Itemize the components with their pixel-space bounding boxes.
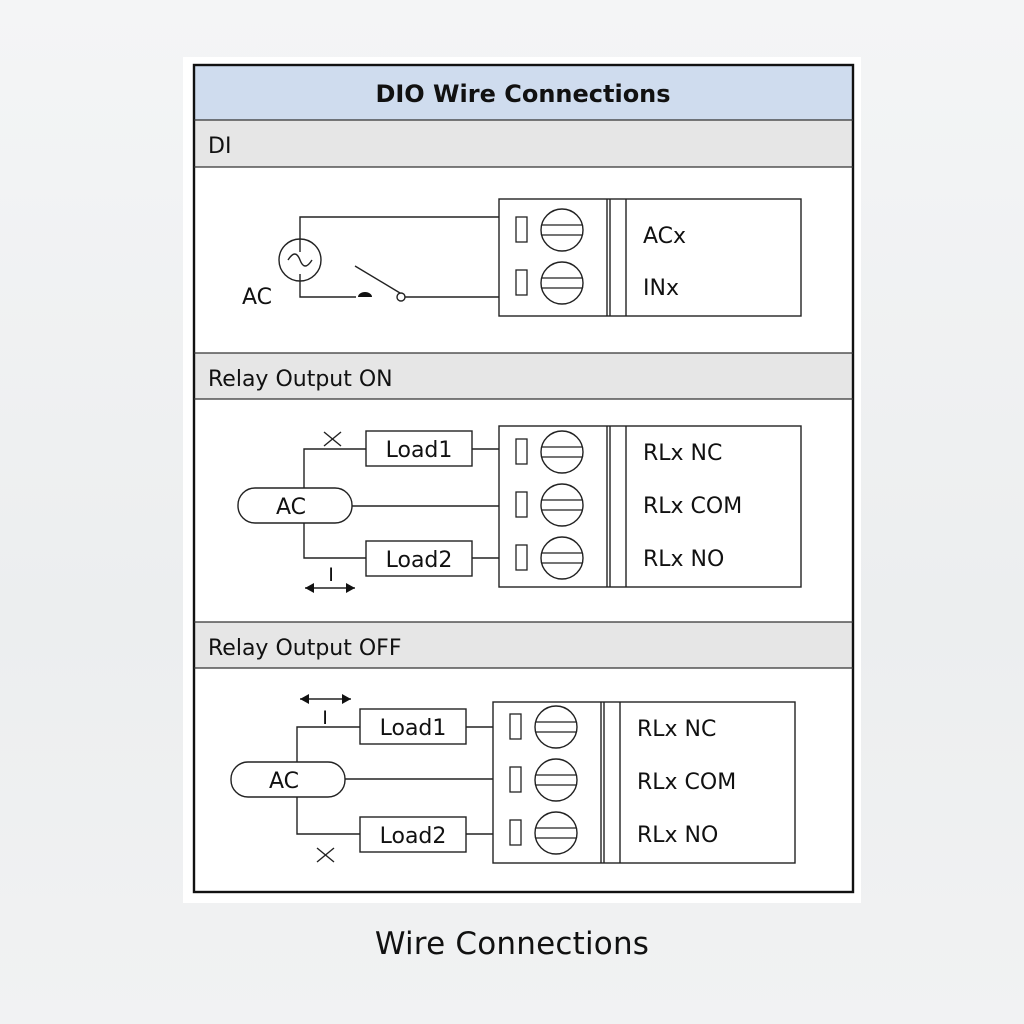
relay-on-current-label: I bbox=[328, 564, 334, 586]
relay-on-ac-source bbox=[237, 487, 353, 524]
relay-off-circuit: AC Load1 Load2 I bbox=[230, 694, 493, 863]
relay-off-load1-label: Load1 bbox=[380, 716, 447, 741]
terminal-screw-icon bbox=[509, 758, 578, 802]
relay-on-terminal-com: RLx COM bbox=[643, 494, 742, 519]
relay-on-ac-label: AC bbox=[276, 495, 306, 520]
relay-off-terminal-nc: RLx NC bbox=[637, 717, 716, 742]
di-circuit: AC bbox=[242, 216, 499, 310]
section-header-relay-on bbox=[194, 353, 853, 399]
terminal-screw-icon bbox=[515, 430, 584, 474]
terminal-screw-icon bbox=[509, 705, 578, 749]
terminal-screw-icon bbox=[515, 208, 584, 252]
relay-off-current-label: I bbox=[322, 707, 328, 729]
di-header: DI bbox=[208, 134, 231, 159]
relay-on-terminal-block: RLx NC RLx COM RLx NO bbox=[498, 425, 802, 588]
di-terminal-inx: INx bbox=[643, 276, 679, 301]
relay-on-load1-box bbox=[365, 430, 473, 467]
relay-off-ac-label: AC bbox=[269, 769, 299, 794]
terminal-screw-icon bbox=[515, 536, 584, 580]
switch-contact-icon bbox=[396, 292, 406, 302]
image-caption: Wire Connections bbox=[374, 926, 650, 962]
relay-off-load2-box bbox=[359, 816, 467, 853]
di-terminal-acx: ACx bbox=[643, 224, 686, 249]
relay-off-header: Relay Output OFF bbox=[208, 636, 401, 661]
terminal-screw-icon bbox=[509, 811, 578, 855]
relay-off-terminal-no: RLx NO bbox=[637, 823, 718, 848]
relay-on-terminal-nc: RLx NC bbox=[643, 441, 722, 466]
relay-on-load1-label: Load1 bbox=[386, 438, 453, 463]
relay-off-terminal-block: RLx NC RLx COM RLx NO bbox=[492, 701, 796, 864]
relay-off-ac-source bbox=[230, 761, 346, 798]
relay-off-load2-label: Load2 bbox=[380, 824, 447, 849]
relay-on-terminal-no: RLx NO bbox=[643, 547, 724, 572]
relay-on-load2-box bbox=[365, 540, 473, 577]
row-separators bbox=[194, 119, 853, 669]
table-frame bbox=[192, 63, 855, 894]
relay-on-header: Relay Output ON bbox=[208, 367, 393, 392]
relay-off-load1-box bbox=[359, 708, 467, 745]
di-ac-label: AC bbox=[242, 285, 272, 310]
title-bar bbox=[194, 65, 853, 120]
table-title: DIO Wire Connections bbox=[375, 80, 670, 108]
relay-off-terminal-com: RLx COM bbox=[637, 770, 736, 795]
diagram-card: DIO Wire Connections DI Relay Output ON … bbox=[183, 57, 861, 903]
section-header-di bbox=[194, 120, 853, 167]
relay-on-load2-label: Load2 bbox=[386, 548, 453, 573]
wire-connections-diagram: DIO Wire Connections DI Relay Output ON … bbox=[192, 63, 855, 894]
di-terminal-block: ACx INx bbox=[498, 198, 802, 317]
ac-source-icon bbox=[278, 238, 322, 282]
terminal-screw-icon bbox=[515, 261, 584, 305]
relay-on-circuit: AC Load1 Load2 I bbox=[237, 430, 499, 593]
terminal-screw-icon bbox=[515, 483, 584, 527]
section-header-relay-off bbox=[194, 622, 853, 668]
